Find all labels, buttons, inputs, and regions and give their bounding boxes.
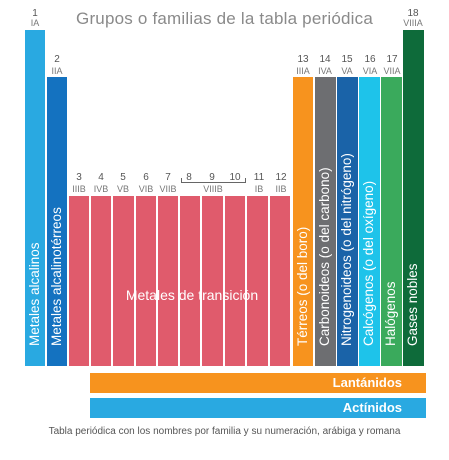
group-number-3: 3 [76, 172, 82, 183]
group-15-label: Nitrogenoideos (o del nitrógeno) [339, 153, 354, 346]
group-roman-1: IA [30, 18, 40, 28]
group-14-label: Carbonoideos (o del carbono) [317, 167, 332, 346]
group-roman-15: VA [341, 66, 353, 76]
group-6-column [136, 196, 156, 366]
group-roman-6: VIB [138, 184, 154, 194]
group-roman-12: IIB [275, 184, 287, 194]
group-11-column [247, 196, 268, 366]
group-13-label: Térreos (o del boro) [295, 226, 310, 346]
figure-caption: Tabla periódica con los nombres por fami… [48, 426, 401, 437]
group-roman-18: VIIIA [403, 18, 423, 28]
group-roman-17: VIIA [383, 66, 401, 76]
group-18-label: Gases nobles [405, 263, 420, 346]
group-number-10: 10 [229, 172, 241, 183]
group-12-column [270, 196, 290, 366]
group-1-label: Metales alcalinos [27, 242, 42, 346]
group-14-column: Carbonoideos (o del carbono) [315, 77, 336, 366]
group-number-14: 14 [319, 54, 331, 65]
group-roman-2: IIA [51, 66, 63, 76]
transition-metals-label: Metales de transición [125, 287, 259, 303]
group-number-13: 13 [297, 54, 309, 65]
group-number-15: 15 [341, 54, 353, 65]
group-5-column [113, 196, 134, 366]
group-roman-3: IIIB [72, 184, 86, 194]
group-2-column: Metales alcalinotérreos [47, 77, 67, 366]
group-number-12: 12 [275, 172, 287, 183]
group-17-column: Halógenos [381, 77, 402, 366]
group-number-1: 1 [32, 8, 38, 19]
group-number-17: 17 [386, 54, 398, 65]
group-roman-11: IB [254, 184, 264, 194]
group-roman-4: IVB [93, 184, 109, 194]
group-7-column [158, 196, 178, 366]
group-number-2: 2 [54, 54, 60, 65]
group-number-18: 18 [407, 8, 419, 19]
group-2-label: Metales alcalinotérreos [49, 207, 64, 346]
group-roman-14: IVA [318, 66, 332, 76]
group-roman-16: VIA [362, 66, 378, 76]
group-15-column: Nitrogenoideos (o del nitrógeno) [337, 77, 358, 366]
group-10-column [225, 196, 245, 366]
group-roman-13: IIIA [296, 66, 310, 76]
group-roman-5: VB [116, 184, 129, 194]
group-number-6: 6 [143, 172, 149, 183]
group-number-16: 16 [364, 54, 376, 65]
viiib-bracket [181, 178, 246, 183]
group-3-column [69, 196, 89, 366]
group-18-column: Gases nobles [403, 30, 424, 366]
actinides-bar: Actínidos [90, 398, 426, 418]
group-roman-8-10: VIIIB [203, 184, 223, 194]
page-title: Grupos o familias de la tabla periódica [76, 9, 373, 28]
group-13-column: Térreos (o del boro) [293, 77, 313, 366]
group-16-column: Calcógenos (o del oxígeno) [359, 77, 380, 366]
lanthanides-bar: Lantánidos [90, 373, 426, 393]
group-1-column: Metales alcalinos [25, 30, 45, 366]
group-number-9: 9 [209, 172, 215, 183]
group-8-column [180, 196, 200, 366]
group-number-11: 11 [253, 172, 265, 183]
group-9-column [202, 196, 223, 366]
group-number-5: 5 [120, 172, 126, 183]
group-number-4: 4 [98, 172, 104, 183]
group-17-label: Halógenos [383, 281, 398, 346]
group-number-8: 8 [186, 172, 192, 183]
group-16-label: Calcógenos (o del oxígeno) [361, 180, 376, 346]
group-4-column [91, 196, 111, 366]
group-roman-7: VIIB [159, 184, 177, 194]
group-number-7: 7 [165, 172, 171, 183]
